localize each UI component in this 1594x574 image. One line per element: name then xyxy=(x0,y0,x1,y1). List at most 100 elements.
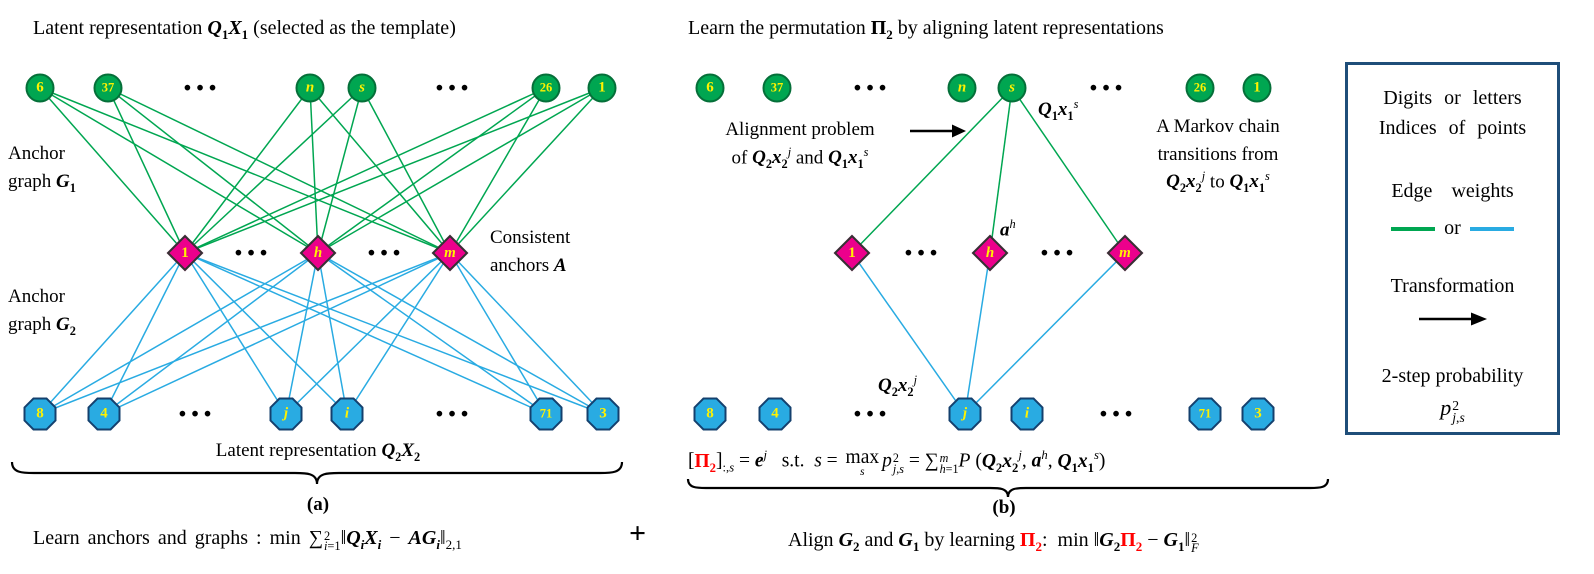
diamond-node-h: h xyxy=(969,232,1011,274)
circle-shape xyxy=(997,73,1027,103)
ellipsis-dots: • • • xyxy=(234,240,268,265)
diamond-node-m: m xyxy=(1104,232,1146,274)
circle-node-n: n xyxy=(295,73,325,103)
graph-edge xyxy=(184,252,604,415)
graph-edge xyxy=(309,87,319,254)
circle-shape xyxy=(531,73,561,103)
circle-shape xyxy=(587,73,617,103)
node-label: 8 xyxy=(36,405,44,422)
circle-node-6: 6 xyxy=(25,73,55,103)
legend-digits-letters: Digits or letters xyxy=(1383,87,1522,109)
node-label: m xyxy=(444,244,456,261)
octagon-node-4: 4 xyxy=(758,397,792,431)
node-label: 71 xyxy=(539,406,553,421)
graph-edge xyxy=(317,87,547,254)
node-label: 6 xyxy=(36,79,44,96)
graph-edge xyxy=(39,252,451,415)
octagon-node-71: 71 xyxy=(529,397,563,431)
legend-indices-points: Indices of points xyxy=(1378,117,1527,139)
node-label: 4 xyxy=(100,405,108,422)
ellipsis-dots: • • • xyxy=(853,401,887,426)
ellipsis-dots: • • • xyxy=(1089,75,1123,100)
octagon-node-4: 4 xyxy=(87,397,121,431)
latent-representation-q2x2-label: Latent representation Q2X2 xyxy=(215,440,421,464)
node-label: j xyxy=(962,405,968,422)
graph-edge xyxy=(184,87,547,254)
graph-edge xyxy=(107,87,319,254)
node-label: 1 xyxy=(598,79,606,96)
circle-node-n: n xyxy=(947,73,977,103)
legend-edge-swatch-row: or xyxy=(1348,217,1557,240)
circle-node-26: 26 xyxy=(1185,73,1215,103)
circle-shape xyxy=(93,73,123,103)
node-label: 1 xyxy=(181,244,189,261)
graph-edge xyxy=(309,87,451,254)
node-label: 26 xyxy=(1193,80,1207,95)
octagon-shape xyxy=(330,397,364,431)
green-edge-swatch xyxy=(1391,226,1436,231)
node-label: j xyxy=(283,405,289,422)
node-label: 1 xyxy=(1253,79,1261,96)
node-label: 8 xyxy=(706,405,714,422)
node-label: h xyxy=(313,244,323,261)
graph-edge xyxy=(107,87,186,254)
graph-edge xyxy=(184,87,363,254)
circle-shape xyxy=(1185,73,1215,103)
octagon-shape xyxy=(529,397,563,431)
circle-shape xyxy=(695,73,725,103)
diamond-node-m: m xyxy=(429,232,471,274)
panel-a-title: Latent representation Q1X1 (selected as … xyxy=(33,17,456,42)
node-label: m xyxy=(1119,244,1131,261)
graph-edge xyxy=(851,252,966,415)
diamond-node-1: 1 xyxy=(831,232,873,274)
ellipsis-dots: • • • xyxy=(367,240,401,265)
graph-edge xyxy=(449,252,604,415)
graph-edge xyxy=(449,252,547,415)
ellipsis-dots: • • • xyxy=(904,240,938,265)
node-label: n xyxy=(305,79,315,96)
circle-shape xyxy=(347,73,377,103)
node-label: 4 xyxy=(771,405,779,422)
node-label: s xyxy=(359,79,365,96)
graph-edge xyxy=(39,252,186,415)
circle-node-s: s xyxy=(997,73,1027,103)
node-label: 26 xyxy=(539,80,553,95)
legend-edge-weights: Edge weights xyxy=(1391,180,1514,202)
octagon-node-8: 8 xyxy=(23,397,57,431)
node-label: i xyxy=(1024,405,1030,422)
octagon-shape xyxy=(269,397,303,431)
octagon-shape xyxy=(693,397,727,431)
graph-edge xyxy=(361,87,451,254)
graph-edge xyxy=(285,252,319,415)
legend-probability-label: 2-step probability xyxy=(1381,365,1524,387)
graph-edge xyxy=(449,87,603,254)
graph-edge xyxy=(317,252,348,415)
graph-edge xyxy=(103,252,451,415)
octagon-shape xyxy=(23,397,57,431)
q2x2j-label: Q2x2j xyxy=(878,373,918,400)
circle-node-1: 1 xyxy=(587,73,617,103)
graph-edge xyxy=(184,252,348,415)
node-label: 3 xyxy=(1254,405,1262,422)
octagon-shape xyxy=(1010,397,1044,431)
circle-shape xyxy=(25,73,55,103)
node-label: 71 xyxy=(1198,406,1212,421)
graph-edge xyxy=(184,252,547,415)
right-arrow-icon xyxy=(910,124,966,138)
ellipsis-dots: • • • xyxy=(435,75,469,100)
octagon-shape xyxy=(586,397,620,431)
ellipsis-dots: • • • xyxy=(178,401,212,426)
graph-edge xyxy=(103,252,186,415)
node-label: 3 xyxy=(599,405,607,422)
circle-shape xyxy=(947,73,977,103)
graph-edge xyxy=(285,252,451,415)
graph-edge xyxy=(103,252,319,415)
graph-edge xyxy=(964,252,1126,415)
octagon-node-j: j xyxy=(269,397,303,431)
octagon-node-3: 3 xyxy=(586,397,620,431)
octagon-node-j: j xyxy=(948,397,982,431)
node-label: h xyxy=(985,244,995,261)
